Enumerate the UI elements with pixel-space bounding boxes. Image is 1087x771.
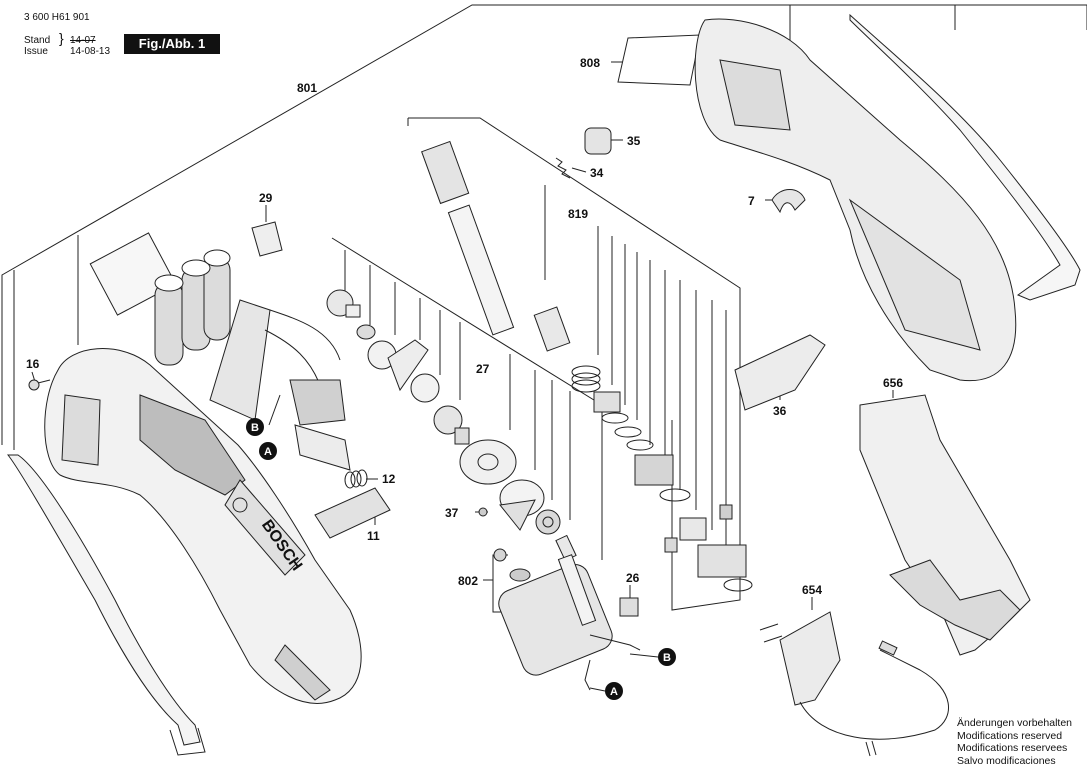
part-label-802: 802 bbox=[458, 574, 478, 588]
connection-markers: B A B A bbox=[246, 418, 676, 700]
document-number: 3 600 H61 901 bbox=[24, 12, 90, 23]
reciprocating-stack bbox=[571, 365, 753, 592]
part-label-808: 808 bbox=[580, 56, 600, 70]
modification-notes: Änderungen vorbehalten Modifications res… bbox=[957, 717, 1072, 767]
marker-a-left: A bbox=[264, 446, 272, 458]
part-label-12: 12 bbox=[382, 472, 396, 486]
screw-16 bbox=[28, 379, 51, 391]
marker-a-right: A bbox=[610, 686, 618, 698]
battery-pack bbox=[89, 232, 231, 366]
pin-26 bbox=[557, 554, 639, 626]
clip-29 bbox=[251, 221, 283, 257]
cap-7 bbox=[771, 189, 806, 214]
issue-value: 14-08-13 bbox=[70, 46, 111, 57]
part-label-801: 801 bbox=[297, 81, 317, 95]
part-label-29: 29 bbox=[259, 191, 273, 205]
part-label-16: 16 bbox=[26, 357, 40, 371]
figure-label: Fig./Abb. 1 bbox=[124, 34, 220, 54]
slider-11 bbox=[314, 487, 391, 539]
stand-value: 14-07 bbox=[70, 35, 96, 46]
part-label-34: 34 bbox=[590, 166, 604, 180]
part-label-7: 7 bbox=[748, 194, 755, 208]
note-line: Änderungen vorbehalten bbox=[957, 717, 1073, 729]
grommet-35 bbox=[584, 127, 612, 155]
issue-label: Issue bbox=[24, 46, 48, 57]
note-line: Modifications reservees bbox=[957, 742, 1068, 755]
part-label-819: 819 bbox=[568, 207, 588, 221]
blade-holder-36 bbox=[734, 334, 826, 411]
gear-train-parts bbox=[326, 289, 577, 562]
part-labels: 801 808 35 34 819 7 29 27 16 12 11 37 80… bbox=[26, 56, 903, 597]
stand-label: Stand bbox=[24, 35, 51, 46]
part-label-11: 11 bbox=[367, 529, 380, 543]
guard-rail bbox=[6, 454, 206, 756]
marker-b-left: B bbox=[251, 422, 259, 434]
plunger-rod bbox=[421, 140, 571, 352]
note-line: Modifications reserved bbox=[957, 729, 1063, 742]
saw-guide-656 bbox=[859, 394, 1031, 656]
part-label-654: 654 bbox=[802, 583, 822, 597]
label-808 bbox=[617, 34, 701, 86]
saw-housing bbox=[44, 348, 362, 704]
part-label-35: 35 bbox=[627, 134, 641, 148]
spring-12 bbox=[344, 469, 368, 489]
spring-34 bbox=[555, 157, 571, 179]
part-label-37: 37 bbox=[445, 506, 459, 520]
charger-654 bbox=[759, 611, 949, 757]
circuit-board bbox=[209, 299, 351, 471]
housing-shell bbox=[694, 18, 1017, 382]
part-label-26: 26 bbox=[626, 571, 640, 585]
assembly-bracket-lines bbox=[1, 4, 1087, 611]
part-label-36: 36 bbox=[773, 404, 787, 418]
guard-rail-right bbox=[849, 13, 1081, 301]
brace-symbol: } bbox=[59, 30, 64, 46]
marker-b-right: B bbox=[663, 652, 671, 664]
part-label-27: 27 bbox=[476, 362, 490, 376]
part-label-656: 656 bbox=[883, 376, 903, 390]
note-line: Salvo modificaciones bbox=[957, 754, 1056, 767]
